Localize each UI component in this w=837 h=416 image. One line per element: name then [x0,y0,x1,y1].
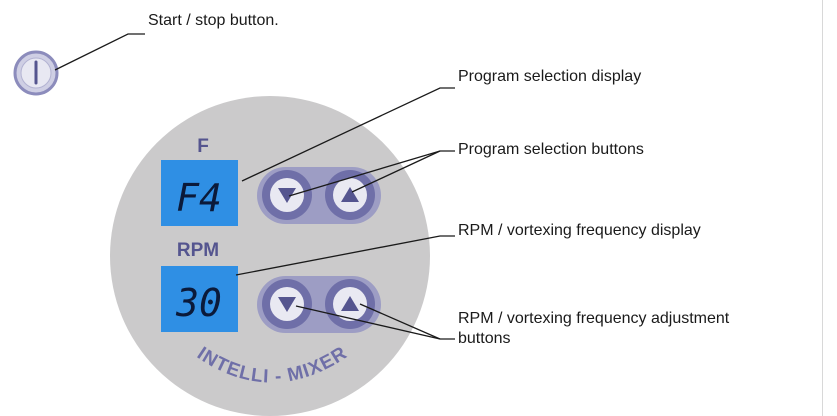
rpm-value: 30 [175,281,222,325]
program-up-button[interactable] [325,170,375,220]
program-label: F [197,136,209,157]
start-stop-button[interactable] [13,50,59,96]
callout-rpm-adjust-line2: buttons [458,330,511,347]
page-edge [822,0,837,416]
program-selection-display: F4 [161,160,238,226]
arrow-up-icon [341,187,359,202]
leader-lines [54,33,455,340]
rpm-label: RPM [177,240,219,261]
callout-program-buttons: Program selection buttons [458,141,644,158]
program-value: F4 [176,176,222,220]
rpm-down-button[interactable] [262,279,312,329]
rpm-display: 30 [161,266,238,332]
program-selection-buttons [257,167,381,224]
leader-program-display [241,87,455,182]
callout-program-display: Program selection display [458,68,642,85]
callout-start-stop: Start / stop button. [148,12,279,29]
leader-rpm-display [235,235,455,276]
leader-start-stop [54,33,145,71]
callout-rpm-adjust-line1: RPM / vortexing frequency adjustment [458,310,730,327]
arrow-down-icon [278,297,296,312]
arrow-up-icon [341,296,359,311]
callout-rpm-display: RPM / vortexing frequency display [458,222,701,239]
arrow-down-icon [278,188,296,203]
rpm-up-button[interactable] [325,279,375,329]
program-down-button[interactable] [262,170,312,220]
